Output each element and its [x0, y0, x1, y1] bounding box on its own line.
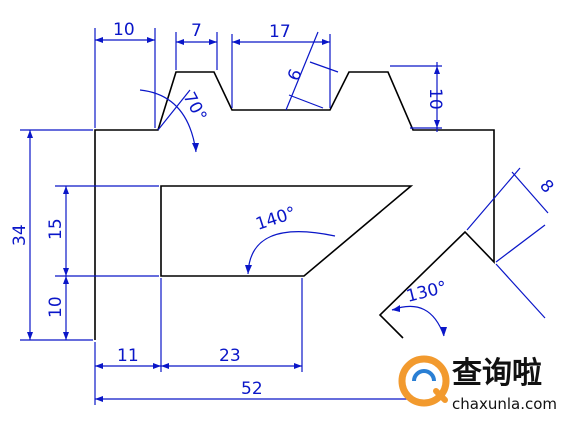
- dim-top-17: 17: [269, 22, 291, 42]
- dim-bottom-23: 23: [219, 346, 241, 366]
- dim-angle-70: 70°: [179, 89, 211, 125]
- part-outline: [94, 71, 495, 340]
- dim-slant-8: 8: [535, 176, 557, 197]
- dim-angle-130: 130°: [404, 278, 449, 307]
- dimension-texts: 10 7 17 6 10 70° 140° 34 15 10 11 23 52 …: [10, 20, 557, 399]
- dim-angle-140: 140°: [253, 203, 298, 235]
- inner-cutout: [160, 185, 414, 277]
- outer-profile: [94, 71, 495, 340]
- dim-left-15: 15: [46, 218, 66, 240]
- watermark-logo-icon: [398, 355, 450, 407]
- dim-left-34: 34: [10, 224, 30, 246]
- watermark-brand: 查询啦: [452, 356, 542, 391]
- watermark: 查询啦 chaxunla.com: [398, 355, 557, 413]
- dim-top-left-10: 10: [113, 20, 135, 40]
- dim-bottom-52: 52: [241, 379, 263, 399]
- watermark-domain: chaxunla.com: [452, 395, 557, 413]
- dim-right-10: 10: [425, 88, 445, 110]
- arrowheads: [27, 37, 447, 402]
- dimension-lines: [20, 28, 549, 405]
- dim-left-10: 10: [46, 296, 66, 318]
- dim-top-7: 7: [191, 21, 202, 41]
- dim-bottom-11: 11: [117, 346, 139, 366]
